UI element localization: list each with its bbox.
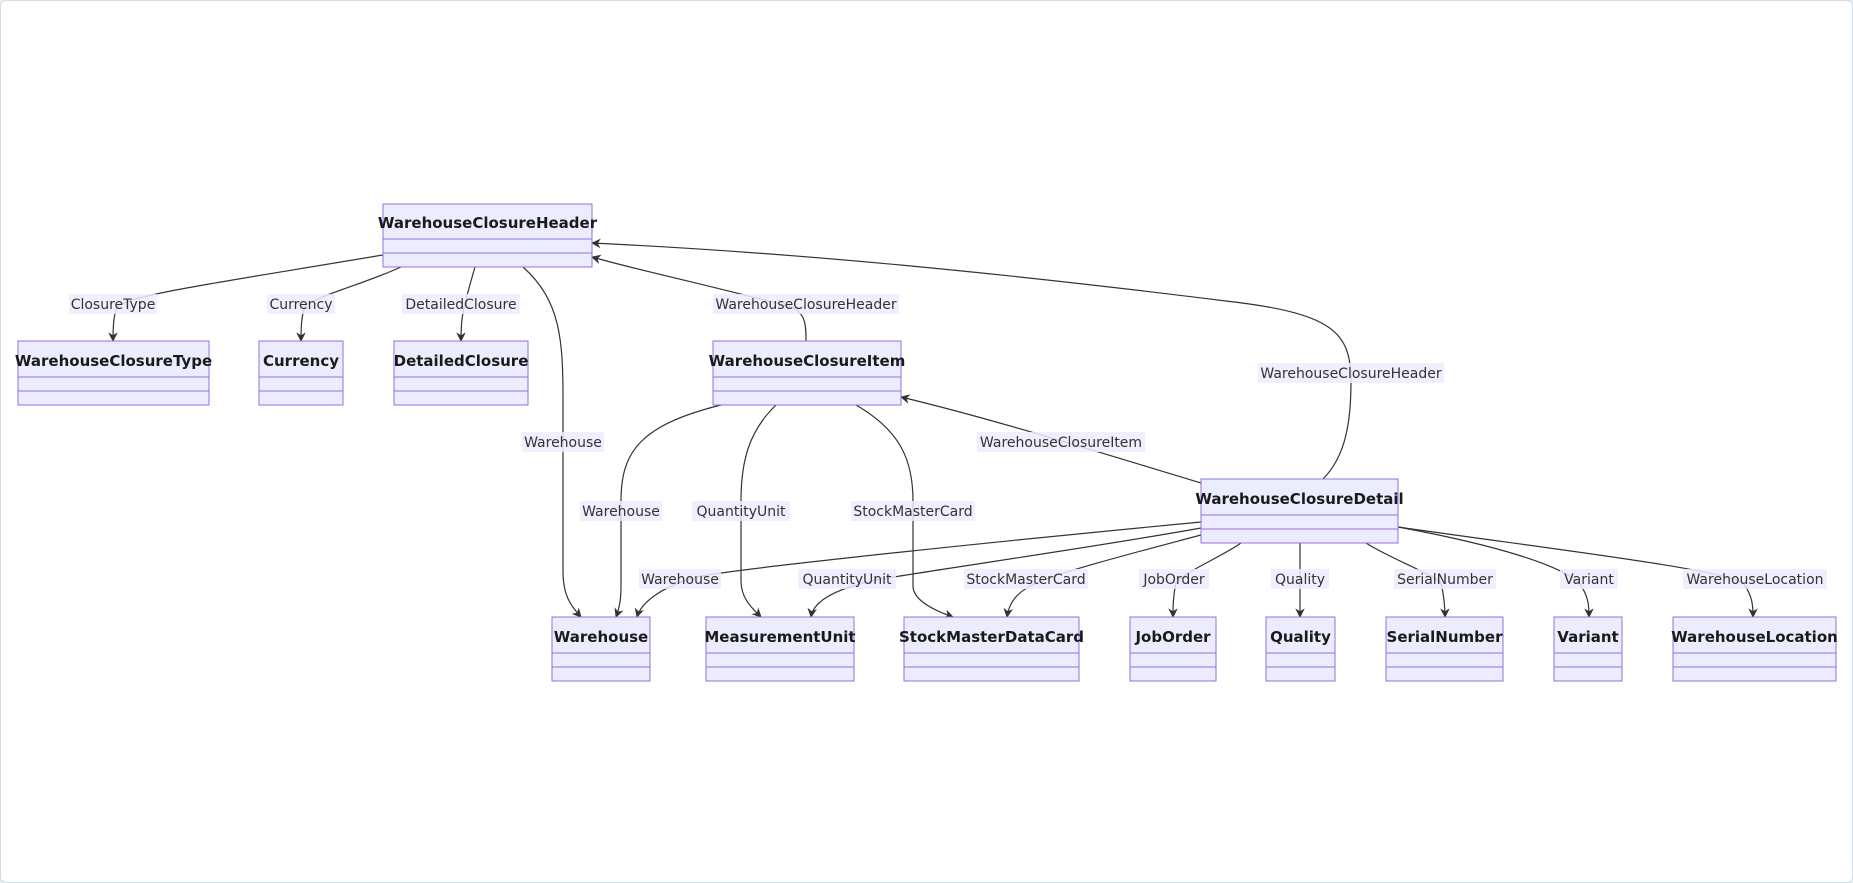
class-warehouselocation[interactable]: WarehouseLocation xyxy=(1671,616,1838,682)
class-stockmasterdatacard[interactable]: StockMasterDataCard xyxy=(899,616,1084,682)
edge-header-warehouse xyxy=(522,266,582,618)
edge-label-detail-quantityunit: QuantityUnit xyxy=(803,572,893,588)
edge-label-detail-header: WarehouseClosureHeader xyxy=(1260,366,1441,382)
class-variant[interactable]: Variant xyxy=(1553,616,1623,682)
class-title: SerialNumber xyxy=(1387,628,1504,646)
class-detailedclosure[interactable]: DetailedClosure xyxy=(393,340,529,406)
edge-detail-measurementunit xyxy=(807,527,1202,618)
edge-detail-header xyxy=(591,238,1352,480)
class-title: WarehouseClosureHeader xyxy=(378,214,598,232)
edge-item-measurementunit xyxy=(740,404,777,618)
edge-labels: ClosureType Currency DetailedClosure War… xyxy=(69,294,1827,589)
edge-label-joborder: JobOrder xyxy=(1142,572,1205,588)
class-title: MeasurementUnit xyxy=(704,628,855,646)
edge-label-quality: Quality xyxy=(1275,572,1325,588)
class-warehouseclosureitem[interactable]: WarehouseClosureItem xyxy=(709,340,906,406)
edge-label-closuretype: ClosureType xyxy=(71,297,156,313)
class-title: JobOrder xyxy=(1134,628,1211,646)
class-title: WarehouseClosureType xyxy=(15,352,212,370)
edge-label-currency: Currency xyxy=(269,297,332,313)
edge-label-item-warehouse: Warehouse xyxy=(582,504,660,520)
edge-label-item-header: WarehouseClosureHeader xyxy=(715,297,896,313)
class-measurementunit[interactable]: MeasurementUnit xyxy=(704,616,856,682)
class-title: WarehouseClosureDetail xyxy=(1195,490,1403,508)
edge-label-detailedclosure: DetailedClosure xyxy=(405,297,516,313)
class-title: WarehouseClosureItem xyxy=(709,352,906,370)
class-joborder[interactable]: JobOrder xyxy=(1129,616,1217,682)
edge-item-warehouse xyxy=(614,404,722,618)
edge-label-detail-warehouse: Warehouse xyxy=(641,572,719,588)
class-warehouseclosuredetail[interactable]: WarehouseClosureDetail xyxy=(1195,478,1404,544)
edge-label-item-quantityunit: QuantityUnit xyxy=(697,504,787,520)
class-title: DetailedClosure xyxy=(394,352,529,370)
edge-label-item-stockmastercard: StockMasterCard xyxy=(853,504,972,520)
edge-label-detail-item: WarehouseClosureItem xyxy=(980,435,1142,451)
edge-label-warehouselocation: WarehouseLocation xyxy=(1686,572,1823,588)
class-warehouseclosuretype[interactable]: WarehouseClosureType xyxy=(15,340,212,406)
nodes: WarehouseClosureHeader WarehouseClosureT… xyxy=(15,203,1838,682)
class-title: Currency xyxy=(263,352,339,370)
class-title: Quality xyxy=(1270,628,1331,646)
class-warehouse[interactable]: Warehouse xyxy=(551,616,651,682)
edge-label-header-warehouse: Warehouse xyxy=(524,435,602,451)
edge-item-stockmasterdatacard xyxy=(855,404,954,619)
class-title: WarehouseLocation xyxy=(1671,628,1838,646)
edge-label-variant: Variant xyxy=(1564,572,1614,588)
class-warehouseclosureheader[interactable]: WarehouseClosureHeader xyxy=(378,203,598,268)
class-title: Warehouse xyxy=(554,628,648,646)
class-quality[interactable]: Quality xyxy=(1265,616,1336,682)
class-title: Variant xyxy=(1557,628,1618,646)
edges xyxy=(108,238,1758,619)
class-serialnumber[interactable]: SerialNumber xyxy=(1385,616,1504,682)
class-currency[interactable]: Currency xyxy=(258,340,344,406)
class-title: StockMasterDataCard xyxy=(899,628,1084,646)
edge-label-serialnumber: SerialNumber xyxy=(1397,572,1493,588)
edge-detail-warehouse xyxy=(634,521,1202,618)
edge-label-detail-stockmastercard: StockMasterCard xyxy=(966,572,1085,588)
